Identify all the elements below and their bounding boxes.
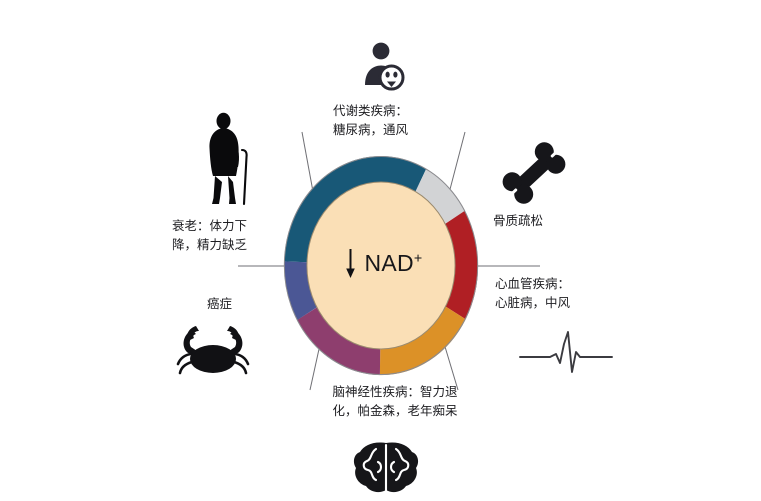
ring-inner-disc [306, 181, 456, 350]
segment-cancer [297, 306, 381, 376]
label-cancer: 癌症 [207, 296, 233, 311]
segment-brain [379, 306, 466, 376]
elderly-person-with-cane-icon [198, 112, 256, 208]
label-osteoporosis: 骨质疏松 [493, 213, 544, 228]
ring-outer-outline [283, 155, 479, 376]
person-with-glucose-meter-icon [357, 40, 409, 92]
label-metabolic: 代谢类疾病： 糖尿病，通风 [333, 103, 409, 138]
label-aging: 衰老：体力下 降，精力缺乏 [172, 218, 248, 253]
label-brain: 脑神经性疾病：智力退 化，帕金森，老年痴呆 [332, 384, 458, 419]
ecg-heartbeat-icon [518, 330, 614, 374]
segment-cardio [444, 210, 478, 320]
crab-icon [172, 322, 254, 380]
segment-metabolic [284, 156, 427, 263]
segment-osteoporosis [415, 168, 465, 225]
brain-icon [352, 440, 420, 496]
bone-icon [497, 136, 571, 210]
segment-aging [284, 261, 318, 321]
label-cardio: 心血管疾病： 心脏病，中风 [495, 276, 571, 311]
donut-ring [283, 155, 479, 376]
